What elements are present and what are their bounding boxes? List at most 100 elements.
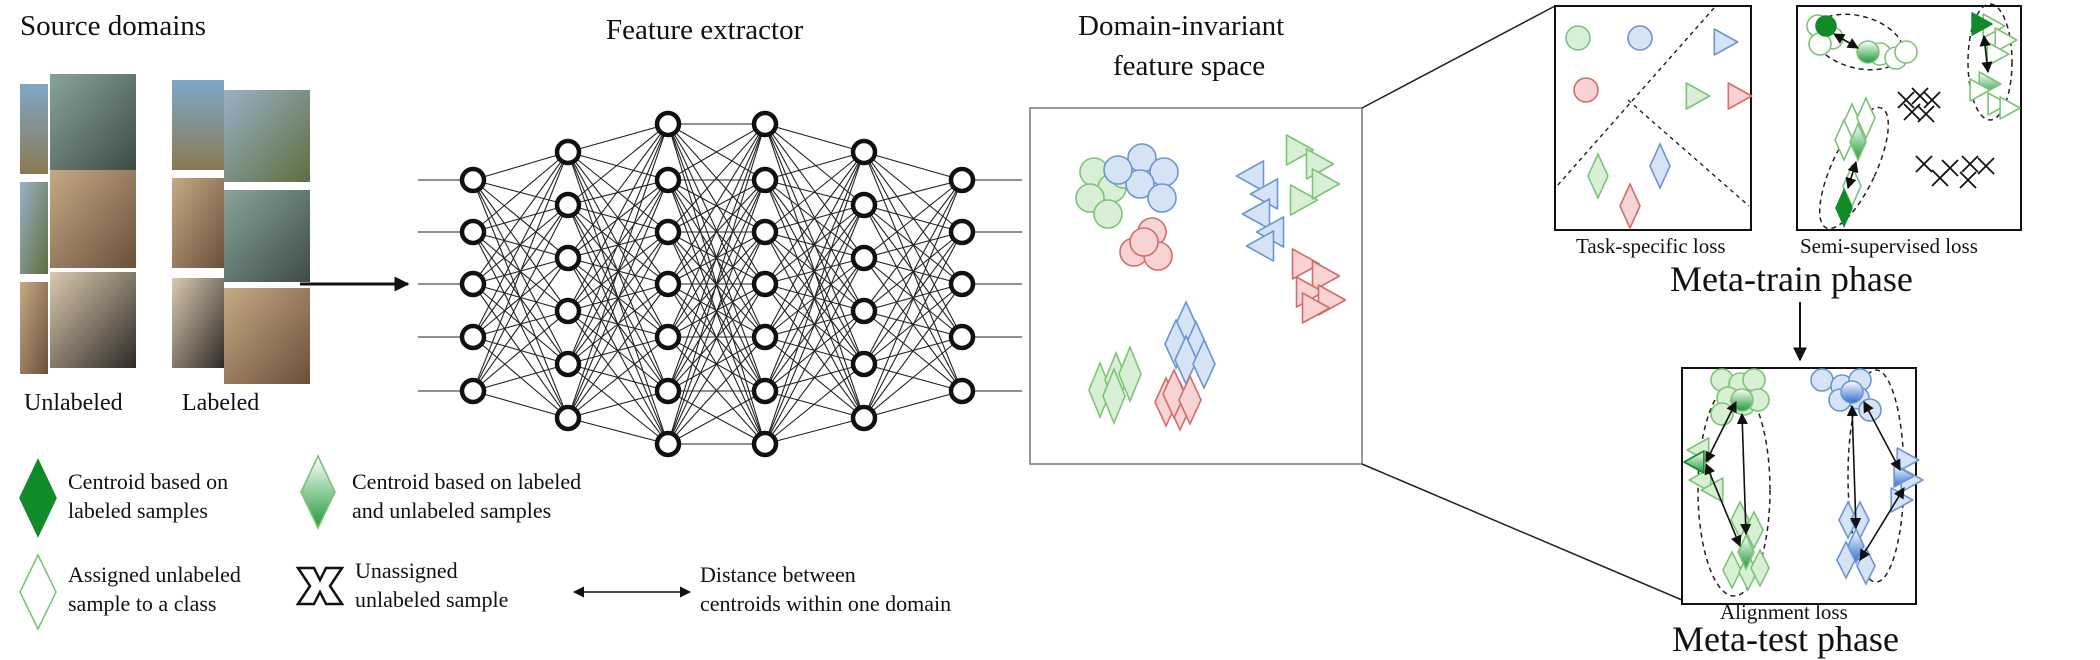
nn-connection <box>472 390 569 419</box>
diamond-marker <box>1834 118 1854 162</box>
double-arrow-icon <box>1833 33 1859 49</box>
legend-assigned-line2: sample to a class <box>68 591 217 616</box>
x-marker <box>1903 103 1921 121</box>
neuron-node <box>654 323 682 351</box>
neural-network <box>418 110 1022 458</box>
triangle-marker <box>1713 28 1739 56</box>
neuron-node <box>654 377 682 405</box>
neuron-node <box>654 218 682 246</box>
diamond-marker <box>1649 142 1671 190</box>
neuron-node <box>459 218 487 246</box>
legend-distance-line1: Distance between <box>700 562 856 587</box>
legend-centroid-both-text: Centroid based on labeled and unlabeled … <box>352 467 581 525</box>
nn-connection <box>863 336 963 419</box>
x-stroke <box>1923 91 1941 109</box>
neuron-node <box>554 244 582 272</box>
triangle-marker <box>1289 184 1319 216</box>
nn-connection <box>667 123 766 285</box>
x-outline <box>295 566 345 606</box>
legend-centroid-both-line2: and unlabeled samples <box>352 498 552 523</box>
neuron-node <box>948 270 976 298</box>
nn-connection <box>472 151 569 338</box>
neuron-node <box>948 218 976 246</box>
nn-connection <box>667 179 766 233</box>
neuron-node <box>751 377 779 405</box>
x-stroke <box>1961 155 1979 173</box>
x-marker <box>295 566 345 606</box>
nn-connection <box>567 123 669 259</box>
diamond-marker <box>1162 368 1186 420</box>
nn-connection <box>472 151 569 392</box>
neuron-node <box>850 404 878 432</box>
triangle-marker <box>1727 82 1753 110</box>
cluster-boundary <box>1967 3 2013 121</box>
nn-connection <box>764 151 865 338</box>
x-marker <box>1911 87 1929 105</box>
diamond-marker <box>1619 182 1641 230</box>
nn-connection <box>764 417 865 445</box>
diamond-marker <box>300 454 336 530</box>
sample-image-thumbnail <box>50 272 136 368</box>
feature-extractor-title: Feature extractor <box>606 14 804 46</box>
neuron-node <box>654 270 682 298</box>
sample-image-thumbnail <box>50 74 136 170</box>
nn-connection <box>567 151 669 181</box>
neuron-node <box>850 350 878 378</box>
legend-distance-line2: centroids within one domain <box>700 591 952 616</box>
neuron-node <box>554 138 582 166</box>
circle-marker <box>1573 77 1599 103</box>
triangle-marker <box>1285 134 1315 166</box>
feature-space-samples <box>1075 134 1347 432</box>
nn-connection <box>667 179 766 285</box>
neuron-node <box>554 297 582 325</box>
neuron-node <box>850 138 878 166</box>
nn-connection <box>667 336 766 445</box>
nn-connection <box>567 123 669 153</box>
legend-centroid-labeled-text: Centroid based on labeled samples <box>68 467 228 525</box>
neuron-node <box>751 323 779 351</box>
double-arrow-icon <box>1845 160 1859 190</box>
source-domains-title: Source domains <box>20 10 207 42</box>
neuron-node <box>751 166 779 194</box>
centroid-combined <box>1856 40 1880 64</box>
nn-connection <box>863 179 963 365</box>
diamond-marker <box>19 553 57 631</box>
neuron-node <box>850 297 878 325</box>
task-specific-loss-label: Task-specific loss <box>1576 234 1726 258</box>
sample-image-thumbnail <box>172 178 224 268</box>
diamond-marker <box>1587 152 1609 200</box>
diamond-marker <box>19 458 57 538</box>
nn-connection <box>764 123 865 153</box>
nn-connection <box>667 390 766 445</box>
sample-image-thumbnail <box>20 282 48 374</box>
zoom-line-top <box>1361 5 1556 109</box>
nn-connection <box>863 283 963 419</box>
x-stroke <box>1911 87 1929 105</box>
unlabeled-caption: Unlabeled <box>24 390 123 416</box>
double-arrow-icon <box>1705 400 1737 464</box>
labeled-caption: Labeled <box>182 390 260 416</box>
circle-marker <box>1894 40 1918 64</box>
nn-connection <box>567 123 669 419</box>
circle-marker <box>1093 199 1123 229</box>
diamond-marker <box>1192 338 1216 390</box>
diamond-marker <box>1835 188 1853 228</box>
triangle-marker <box>1235 160 1265 192</box>
sample-image-thumbnail <box>20 84 48 174</box>
nn-connection <box>667 123 766 392</box>
cluster-boundary <box>1818 106 1890 230</box>
triangle-marker <box>1241 198 1271 230</box>
sample-image-thumbnail <box>20 182 48 274</box>
nn-connection <box>764 310 865 445</box>
circle-marker <box>1565 25 1591 51</box>
x-marker <box>1923 91 1941 109</box>
sample-image-thumbnail <box>50 170 136 268</box>
double-arrow-icon <box>1704 462 1742 548</box>
sample-image-thumbnail <box>224 90 310 182</box>
neuron-node <box>459 270 487 298</box>
nn-connection <box>764 151 865 392</box>
circle-marker <box>1147 183 1177 213</box>
neuron-node <box>850 244 878 272</box>
neuron-node <box>654 166 682 194</box>
